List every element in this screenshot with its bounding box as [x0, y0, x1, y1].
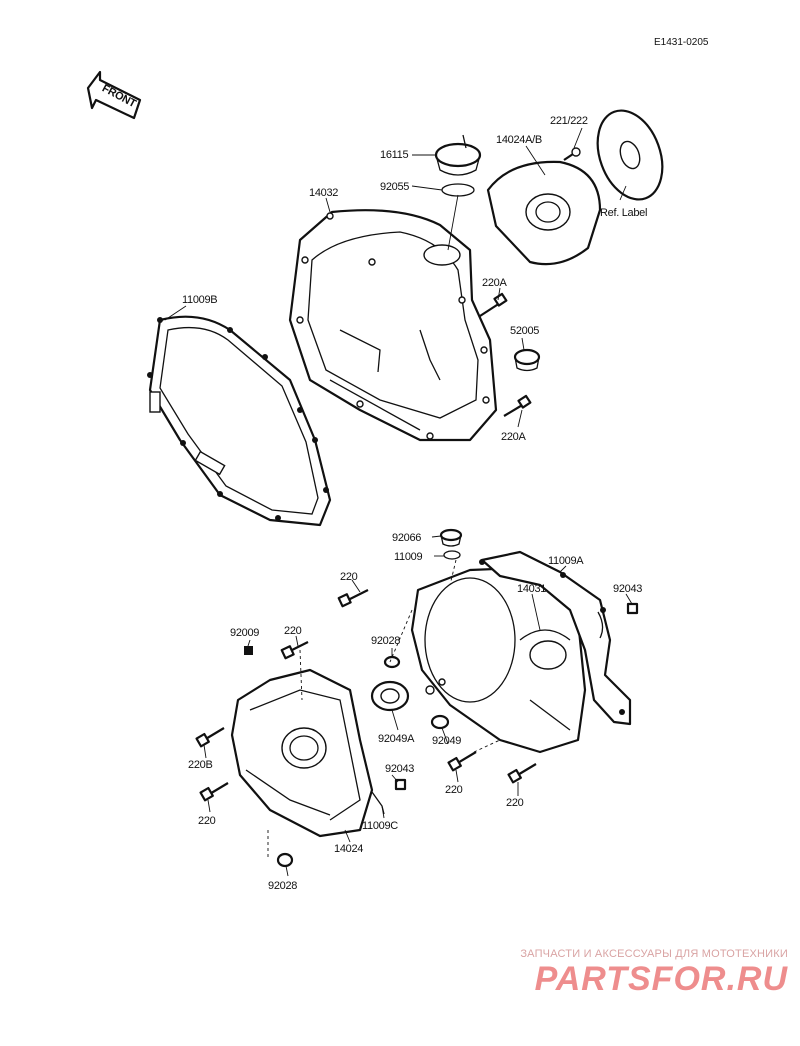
bolt-220b — [195, 727, 225, 748]
callout-92009: 92009 — [230, 627, 259, 639]
callout-220-left-top: 220 — [284, 625, 302, 637]
nut-92043-right — [626, 602, 639, 615]
diagram-code: E1431-0205 — [654, 37, 709, 48]
callout-11009: 11009 — [394, 551, 422, 563]
callout-ref-label: Ref. Label — [600, 207, 647, 219]
callout-220-mid: 220 — [340, 571, 358, 583]
bolt-220a-bottom — [503, 394, 532, 417]
collar-92028-mid — [383, 655, 401, 669]
seal-92049a — [370, 680, 410, 712]
callout-221-222: 221/222 — [550, 115, 588, 127]
gasket-11009c — [371, 791, 385, 815]
gasket-11009a — [479, 550, 632, 726]
inner-cover-14024 — [230, 668, 374, 838]
callout-92055: 92055 — [380, 181, 409, 193]
callout-220-right-b: 220 — [506, 797, 524, 809]
o-ring-92055 — [441, 183, 475, 197]
bolt-220-left-top — [280, 641, 309, 660]
callout-11009c: 11009C — [362, 820, 398, 832]
callout-92049a: 92049A — [378, 733, 415, 745]
bolt-220-right-a — [447, 751, 477, 772]
outer-cover-14031 — [410, 566, 587, 754]
callout-52005: 52005 — [510, 325, 539, 337]
callout-11009a: 11009A — [548, 555, 584, 567]
crankcase-cover-14032 — [288, 209, 498, 442]
bolt-220-mid — [337, 589, 369, 608]
plug-52005 — [513, 348, 541, 372]
cover-14024ab — [486, 160, 602, 266]
callout-220-left-bottom: 220 — [198, 815, 216, 827]
callout-220a-bottom: 220A — [501, 431, 526, 443]
callout-92028-mid: 92028 — [371, 635, 400, 647]
watermark-tagline: ЗАПЧАСТИ И АКСЕССУАРЫ ДЛЯ МОТОТЕХНИКИ — [520, 948, 788, 960]
ref-label-disc — [596, 109, 664, 201]
callout-92028-bottom: 92028 — [268, 880, 297, 892]
front-arrow-icon: FRONT — [86, 70, 142, 120]
callout-92043-right: 92043 — [613, 583, 642, 595]
plug-92066 — [439, 528, 463, 547]
bolt-220-left-bottom — [199, 782, 229, 802]
callout-11009b: 11009B — [182, 294, 217, 306]
callout-14024: 14024 — [334, 843, 363, 855]
callout-92043-left: 92043 — [385, 763, 414, 775]
callout-14032: 14032 — [309, 187, 338, 199]
bolt-220-right-b — [507, 763, 537, 784]
watermark-brand: PARTSFOR.RU — [534, 960, 788, 998]
callout-14024ab: 14024A/B — [496, 134, 542, 146]
washer-11009 — [443, 550, 461, 560]
callout-92066: 92066 — [392, 532, 421, 544]
callout-14031: 14031 — [517, 583, 546, 595]
bolt-220a-top — [479, 292, 508, 317]
collar-92049 — [430, 714, 450, 730]
callout-92049: 92049 — [432, 735, 461, 747]
filler-cap-16115 — [434, 134, 482, 176]
callout-220b: 220B — [188, 759, 213, 771]
nut-92043-left — [394, 778, 407, 791]
collar-92028-bottom — [276, 852, 294, 868]
callout-16115: 16115 — [380, 149, 408, 161]
gasket-11009b — [147, 315, 332, 527]
nut-92009 — [244, 646, 253, 655]
callout-220a-top: 220A — [482, 277, 507, 289]
callout-220-right-a: 220 — [445, 784, 463, 796]
bolt-221-222 — [563, 147, 581, 161]
